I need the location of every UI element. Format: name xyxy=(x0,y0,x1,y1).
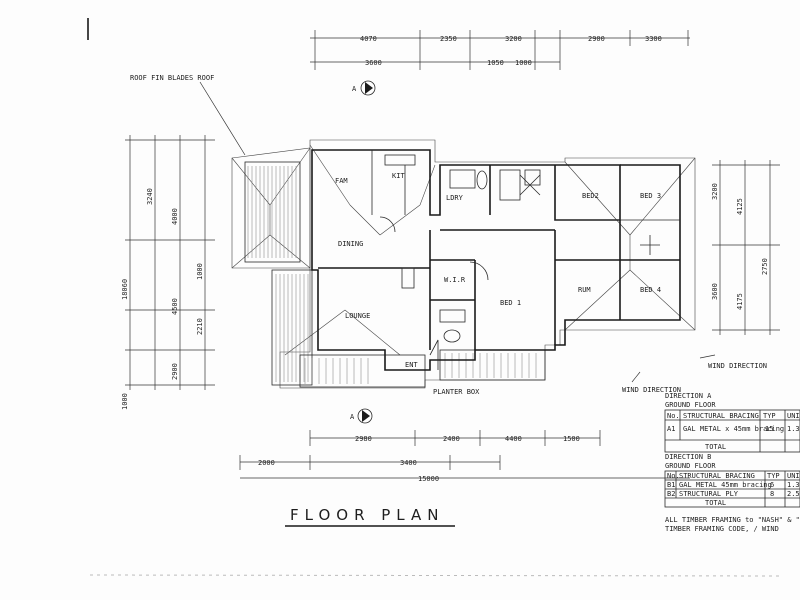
room-ldry: LDRY xyxy=(446,194,464,202)
dim-bottom-4: 1500 xyxy=(563,435,580,443)
bracing-floor-a: GROUND FLOOR xyxy=(665,401,716,409)
dim-top-7: 1050 xyxy=(487,59,504,67)
bracing-footnote-2: TIMBER FRAMING CODE, / WIND xyxy=(665,525,779,533)
dim-bottom-6: 3400 xyxy=(400,459,417,467)
svg-text:4000: 4000 xyxy=(171,208,179,225)
room-planter-box: PLANTER BOX xyxy=(433,388,480,396)
dim-bottom-1: 2980 xyxy=(355,435,372,443)
room-lounge: LOUNGE xyxy=(345,312,370,320)
svg-text:1.3: 1.3 xyxy=(787,425,800,433)
wind-direction-note-1: WIND DIRECTION xyxy=(708,362,767,370)
scan-edge-noise xyxy=(89,574,781,577)
svg-text:A: A xyxy=(352,85,357,93)
dim-bottom-5: 2000 xyxy=(258,459,275,467)
room-labels: FAM KIT LDRY BED2 BED 3 DINING W.I.R BED… xyxy=(335,172,661,396)
svg-text:6: 6 xyxy=(770,481,774,489)
bracing-direction-b: DIRECTION B xyxy=(665,453,711,461)
right-dimension-lines: 3200 4125 3600 4175 2750 xyxy=(711,160,780,335)
room-wir: W.I.R xyxy=(444,276,466,284)
dim-top-5: 3300 xyxy=(645,35,662,43)
dim-bottom-total: 15000 xyxy=(418,475,439,483)
svg-text:TOTAL: TOTAL xyxy=(705,499,726,507)
svg-text:3600: 3600 xyxy=(711,283,719,300)
dim-top-4: 2900 xyxy=(588,35,605,43)
svg-text:2900: 2900 xyxy=(171,363,179,380)
section-marker-top: A xyxy=(352,80,376,96)
room-rum: RUM xyxy=(578,286,591,294)
svg-text:3240: 3240 xyxy=(146,188,154,205)
svg-text:3200: 3200 xyxy=(711,183,719,200)
svg-text:GAL METAL 45mm bracing: GAL METAL 45mm bracing xyxy=(679,481,772,489)
roof-note-leader xyxy=(199,81,246,156)
svg-text:TOTAL: TOTAL xyxy=(705,443,726,451)
bracing-floor-b: GROUND FLOOR xyxy=(665,462,716,470)
svg-text:2210: 2210 xyxy=(196,318,204,335)
svg-text:No.: No. xyxy=(667,472,680,480)
svg-text:2750: 2750 xyxy=(761,258,769,275)
svg-text:4175: 4175 xyxy=(736,293,744,310)
hatched-areas xyxy=(244,161,546,388)
fixtures xyxy=(379,154,660,370)
svg-text:18060: 18060 xyxy=(121,279,129,300)
dim-top-2: 2350 xyxy=(440,35,457,43)
bracing-footnote-1: ALL TIMBER FRAMING to "NASH" & "TPI" xyxy=(665,516,800,524)
room-ent: ENT xyxy=(405,361,418,369)
svg-text:STRUCTURAL BRACING: STRUCTURAL BRACING xyxy=(679,472,755,480)
svg-text:1000: 1000 xyxy=(196,263,204,280)
section-marker-bottom: A xyxy=(350,408,373,424)
title-floor-plan: FLOOR PLAN xyxy=(290,506,444,524)
svg-text:STRUCTURAL BRACING: STRUCTURAL BRACING xyxy=(683,412,759,420)
roof-note: ROOF FIN BLADES ROOF xyxy=(130,74,214,82)
exterior-walls xyxy=(311,149,681,371)
dim-top-6: 3600 xyxy=(365,59,382,67)
svg-text:A1: A1 xyxy=(667,425,675,433)
room-kit: KIT xyxy=(392,172,405,180)
svg-text:GAL METAL x 45mm bracing: GAL METAL x 45mm bracing xyxy=(683,425,784,433)
svg-text:TYP: TYP xyxy=(767,472,780,480)
room-bed2: BED2 xyxy=(582,192,599,200)
svg-text:1000: 1000 xyxy=(121,393,129,410)
bracing-direction-a: DIRECTION A xyxy=(665,392,712,400)
svg-text:A: A xyxy=(350,413,355,421)
dim-top-3: 3200 xyxy=(505,35,522,43)
drawing-title: FLOOR PLAN xyxy=(285,506,455,527)
svg-text:UNITS: UNITS xyxy=(787,412,800,420)
room-dining: DINING xyxy=(338,240,363,248)
svg-text:1.3: 1.3 xyxy=(787,481,800,489)
svg-text:4125: 4125 xyxy=(736,198,744,215)
svg-text:8: 8 xyxy=(770,490,774,498)
room-bed3: BED 3 xyxy=(640,192,661,200)
room-fam: FAM xyxy=(335,177,348,185)
svg-text:B1: B1 xyxy=(667,481,675,489)
dim-top-8: 1000 xyxy=(515,59,532,67)
dim-top-1: 4070 xyxy=(360,35,377,43)
svg-text:B2: B2 xyxy=(667,490,675,498)
bracing-table: DIRECTION A GROUND FLOOR No. STRUCTURAL … xyxy=(664,392,800,533)
dim-bottom-3: 4400 xyxy=(505,435,522,443)
svg-text:2.5: 2.5 xyxy=(787,490,800,498)
top-dimension-lines: 4070 2350 3200 2900 3300 3600 1050 1000 xyxy=(310,30,690,70)
room-bed4: BED 4 xyxy=(640,286,661,294)
svg-text:UNITS: UNITS xyxy=(787,472,800,480)
svg-text:4500: 4500 xyxy=(171,298,179,315)
room-bed1: BED 1 xyxy=(500,299,521,307)
bottom-dimension-lines: 2980 2400 4400 1500 2000 3400 15000 xyxy=(239,430,690,483)
roof-outline xyxy=(231,139,696,389)
svg-text:STRUCTURAL PLY: STRUCTURAL PLY xyxy=(679,490,739,498)
svg-text:15: 15 xyxy=(765,425,773,433)
dim-bottom-2: 2400 xyxy=(443,435,460,443)
wind-direction-note-2: WIND DIRECTION xyxy=(622,386,681,394)
svg-text:TYP: TYP xyxy=(763,412,776,420)
left-dimension-lines: 3240 4000 18060 4500 2900 1000 2210 1000 xyxy=(121,135,215,410)
svg-text:No.: No. xyxy=(667,412,680,420)
